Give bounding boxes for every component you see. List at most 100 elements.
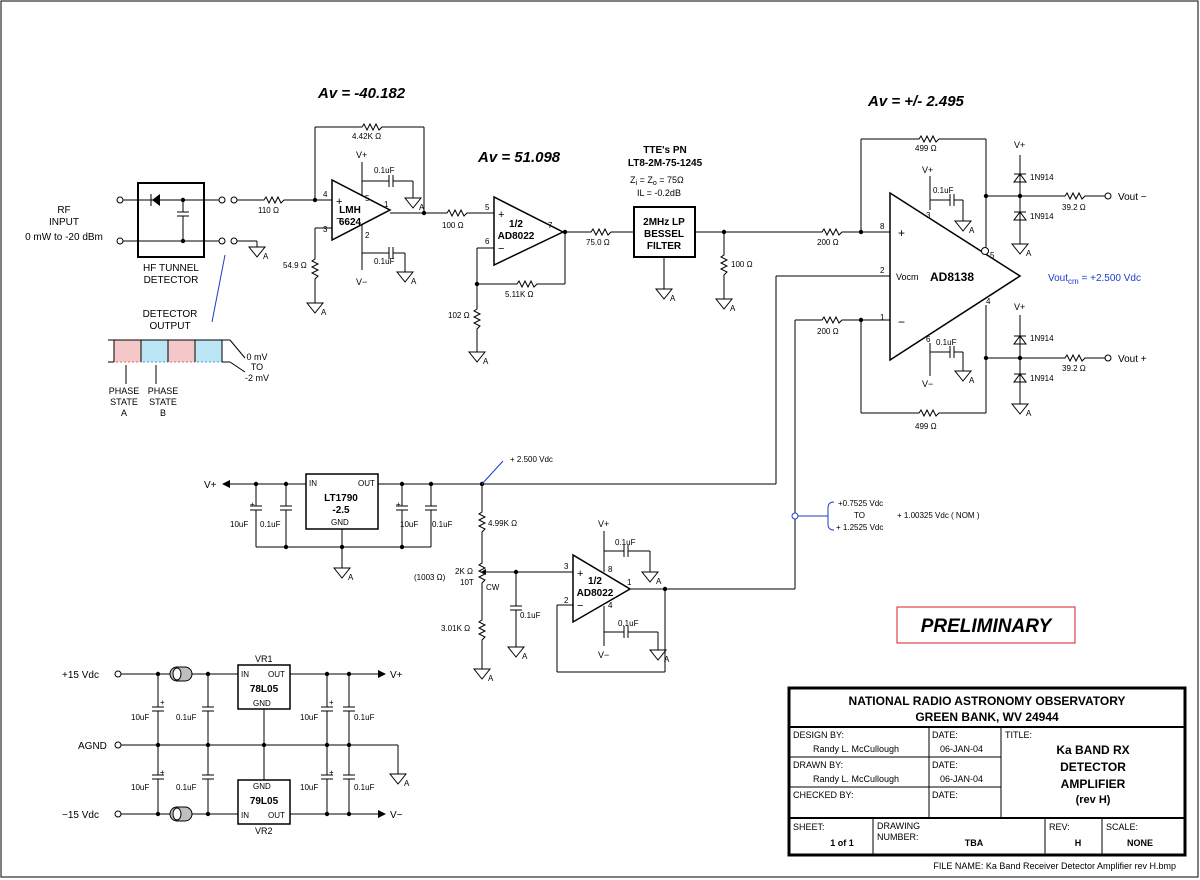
svg-text:Ka BAND RX: Ka BAND RX	[1056, 743, 1129, 757]
svg-text:HF TUNNEL: HF TUNNEL	[143, 263, 199, 274]
svg-text:0.1uF: 0.1uF	[176, 713, 197, 722]
svg-text:4: 4	[986, 297, 991, 306]
svg-text:Vout +: Vout +	[1118, 354, 1147, 365]
svg-text:10uF: 10uF	[131, 713, 149, 722]
svg-text:H: H	[1075, 838, 1082, 848]
svg-text:REV:: REV:	[1049, 822, 1070, 832]
svg-text:GND: GND	[253, 699, 271, 708]
svg-text:0.1uF: 0.1uF	[933, 186, 954, 195]
svg-text:0 mV: 0 mV	[246, 352, 267, 362]
svg-text:3: 3	[323, 225, 328, 234]
svg-text:AGND: AGND	[78, 741, 107, 752]
svg-text:1: 1	[627, 578, 632, 587]
svg-text:NONE: NONE	[1127, 838, 1153, 848]
svg-text:OUT: OUT	[268, 670, 285, 679]
title-block: NATIONAL RADIO ASTRONOMY OBSERVATORY GRE…	[787, 686, 1187, 857]
svg-text:+: +	[498, 209, 504, 221]
svg-text:OUT: OUT	[358, 479, 375, 488]
svg-text:AMPLIFIER: AMPLIFIER	[1061, 777, 1126, 791]
svg-text:V−: V−	[356, 277, 367, 287]
svg-text:−: −	[498, 243, 504, 255]
svg-text:2MHz LP: 2MHz LP	[643, 217, 685, 228]
svg-text:IN: IN	[241, 811, 249, 820]
svg-text:V−: V−	[390, 810, 403, 821]
svg-text:102 Ω: 102 Ω	[448, 311, 470, 320]
svg-text:V+: V+	[356, 150, 367, 160]
svg-text:3.01K Ω: 3.01K Ω	[441, 624, 470, 633]
svg-text:PHASE: PHASE	[109, 386, 140, 396]
svg-text:0.1uF: 0.1uF	[374, 166, 395, 175]
svg-text:6: 6	[485, 237, 490, 246]
svg-text:3: 3	[564, 562, 569, 571]
svg-text:78L05: 78L05	[250, 684, 279, 695]
svg-text:39.2 Ω: 39.2 Ω	[1062, 364, 1086, 373]
svg-text:TO: TO	[251, 362, 263, 372]
svg-text:10uF: 10uF	[131, 783, 149, 792]
svg-text:V+: V+	[922, 165, 933, 175]
ad8022-opamp-1: 1/2 AD8022 + −	[493, 195, 565, 267]
vout-cm: Voutcm = +2.500 Vdc	[1048, 273, 1141, 286]
svg-text:GREEN BANK, WV 24944: GREEN BANK, WV 24944	[915, 710, 1059, 724]
ad8022-opamp-2: 1/2 AD8022 + −	[572, 553, 632, 624]
svg-text:0.1uF: 0.1uF	[354, 783, 375, 792]
svg-text:5: 5	[365, 194, 370, 203]
svg-text:AD8138: AD8138	[930, 270, 974, 284]
svg-text:TO: TO	[854, 511, 865, 520]
svg-text:STATE: STATE	[110, 397, 138, 407]
svg-text:FILTER: FILTER	[647, 241, 682, 252]
svg-text:IN: IN	[309, 479, 317, 488]
svg-text:PRELIMINARY: PRELIMINARY	[921, 616, 1054, 637]
power-caps: ++ ++ 10uF 0.1uF 10uF 0.1uF 10uF 0.1uF 1…	[131, 671, 375, 817]
phase-a1	[113, 339, 142, 363]
svg-text:V+: V+	[390, 670, 403, 681]
svg-text:DRAWING: DRAWING	[877, 821, 920, 831]
svg-text:V+: V+	[1014, 140, 1025, 150]
svg-text:VR1: VR1	[255, 654, 273, 664]
svg-text:2: 2	[564, 596, 569, 605]
svg-text:SHEET:: SHEET:	[793, 822, 825, 832]
svg-text:4.42K Ω: 4.42K Ω	[352, 132, 381, 141]
svg-text:B: B	[160, 408, 166, 418]
svg-text:−15 Vdc: −15 Vdc	[62, 810, 99, 821]
svg-text:8: 8	[608, 565, 613, 574]
svg-text:110 Ω: 110 Ω	[258, 206, 279, 215]
phase-a2	[167, 339, 196, 363]
svg-text:AD8022: AD8022	[577, 588, 614, 599]
svg-text:0.1uF: 0.1uF	[936, 338, 957, 347]
svg-text:+: +	[396, 500, 401, 509]
svg-text:1N914: 1N914	[1030, 374, 1054, 383]
svg-text:0.1uF: 0.1uF	[618, 619, 639, 628]
svg-text:10T: 10T	[460, 578, 474, 587]
svg-text:1: 1	[880, 313, 885, 322]
svg-text:+0.7525 Vdc: +0.7525 Vdc	[838, 499, 883, 508]
svg-text:1N914: 1N914	[1030, 212, 1054, 221]
svg-text:+: +	[160, 698, 165, 707]
svg-text:CW: CW	[486, 583, 500, 592]
svg-text:4.99K Ω: 4.99K Ω	[488, 519, 517, 528]
svg-text:SCALE:: SCALE:	[1106, 822, 1138, 832]
svg-text:100 Ω: 100 Ω	[731, 260, 753, 269]
svg-text:1: 1	[384, 200, 389, 209]
svg-text:499 Ω: 499 Ω	[915, 422, 937, 431]
svg-text:TBA: TBA	[965, 838, 984, 848]
svg-text:+ 1.2525 Vdc: + 1.2525 Vdc	[836, 523, 883, 532]
svg-text:LMH: LMH	[339, 205, 361, 216]
svg-text:GND: GND	[253, 782, 271, 791]
svg-text:06-JAN-04: 06-JAN-04	[940, 744, 983, 754]
svg-text:DETECTOR: DETECTOR	[143, 309, 198, 320]
svg-text:DESIGN BY:: DESIGN BY:	[793, 730, 844, 740]
svg-text:-2.5: -2.5	[332, 505, 350, 516]
svg-text:Randy L. McCullough: Randy L. McCullough	[813, 774, 899, 784]
gain-stage2: Av = 51.098	[477, 149, 561, 166]
svg-text:+15 Vdc: +15 Vdc	[62, 670, 99, 681]
svg-text:79L05: 79L05	[250, 796, 279, 807]
svg-text:+: +	[329, 698, 334, 707]
svg-text:5: 5	[485, 203, 490, 212]
svg-text:AD8022: AD8022	[498, 231, 535, 242]
svg-text:4: 4	[323, 190, 328, 199]
svg-text:54.9 Ω: 54.9 Ω	[283, 261, 307, 270]
svg-text:1/2: 1/2	[509, 219, 523, 230]
svg-text:499 Ω: 499 Ω	[915, 144, 937, 153]
svg-text:7: 7	[548, 221, 553, 230]
svg-text:0.1uF: 0.1uF	[615, 538, 636, 547]
